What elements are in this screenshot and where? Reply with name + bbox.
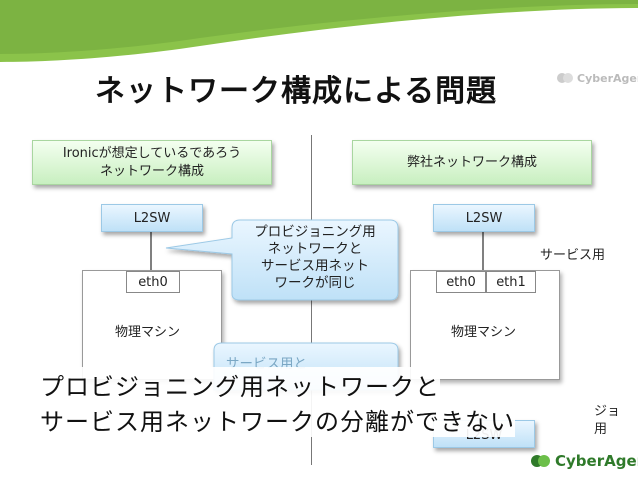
service-network-label: サービス用 xyxy=(540,248,606,263)
left-heading-box: Ironicが想定しているであろう ネットワーク構成 xyxy=(32,140,272,185)
left-l2-switch: L2SW xyxy=(101,204,203,232)
cyberagent-logo-icon xyxy=(557,73,573,83)
left-eth0-label: eth0 xyxy=(138,274,168,290)
brand-name-top: CyberAgent xyxy=(577,71,638,85)
left-heading-line-1: Ironicが想定しているであろう xyxy=(62,145,242,161)
right-l2-switch-label: L2SW xyxy=(465,210,503,226)
side-fragment-line-2: 用 xyxy=(594,422,608,437)
brand-logo-top: CyberAgent xyxy=(556,70,638,86)
slide-title: ネットワーク構成による問題 xyxy=(95,74,498,109)
brand-logo-bottom: CyberAgent xyxy=(530,452,638,470)
callout-top-line-2: ネットワークと xyxy=(267,241,363,257)
left-l2-switch-label: L2SW xyxy=(133,210,171,226)
left-machine-label: 物理マシン xyxy=(115,325,181,340)
callout-top-text: プロビジョニング用 ネットワークと サービス用ネット ワークが同じ xyxy=(236,224,394,292)
callout-top-line-3: サービス用ネット xyxy=(261,258,369,274)
right-heading-text: 弊社ネットワーク構成 xyxy=(406,154,537,170)
left-heading-line-2: ネットワーク構成 xyxy=(99,163,204,179)
right-heading-box: 弊社ネットワーク構成 xyxy=(352,140,592,185)
right-eth1-port: eth1 xyxy=(486,271,536,293)
right-eth0-label: eth0 xyxy=(446,274,476,290)
right-l2-switch: L2SW xyxy=(433,204,535,232)
right-eth0-port: eth0 xyxy=(436,271,486,293)
header-wave-band xyxy=(0,0,638,62)
side-fragment-line-1: ジョ xyxy=(594,404,621,419)
left-physical-machine: eth0 物理マシン xyxy=(82,270,222,380)
caption-line-1: プロビジョニング用ネットワークと xyxy=(40,367,440,402)
callout-top-line-4: ワークが同じ xyxy=(274,275,356,291)
caption-line-2: サービス用ネットワークの分離ができない xyxy=(40,402,515,437)
cyberagent-logo-icon xyxy=(531,455,550,467)
brand-name-bottom: CyberAgent xyxy=(555,452,638,470)
right-eth1-label: eth1 xyxy=(496,274,526,290)
right-physical-machine: eth0 eth1 物理マシン xyxy=(410,270,560,380)
right-machine-label: 物理マシン xyxy=(451,325,517,340)
callout-top-line-1: プロビジョニング用 xyxy=(254,224,376,240)
left-eth0-port: eth0 xyxy=(126,271,180,293)
